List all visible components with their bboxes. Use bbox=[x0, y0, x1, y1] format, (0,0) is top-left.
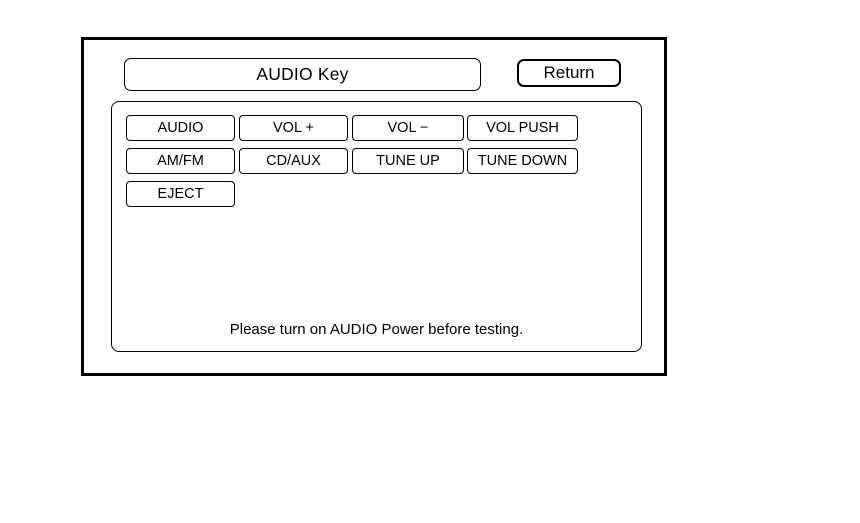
key-button-label: CD/AUX bbox=[266, 153, 321, 169]
key-button-label: TUNE DOWN bbox=[477, 153, 568, 169]
key-button-am-fm[interactable]: AM/FM bbox=[126, 148, 235, 174]
page-title-label: AUDIO Key bbox=[256, 64, 349, 84]
key-button-label: VOL PUSH bbox=[486, 120, 559, 136]
page-title: AUDIO Key bbox=[124, 58, 481, 91]
key-button-vol-up[interactable]: VOL + bbox=[239, 115, 348, 141]
key-button-label: AUDIO bbox=[157, 120, 204, 136]
return-button[interactable]: Return bbox=[517, 59, 621, 87]
key-button-eject[interactable]: EJECT bbox=[126, 181, 235, 207]
key-button-label: EJECT bbox=[157, 186, 204, 202]
key-button-tune-up[interactable]: TUNE UP bbox=[352, 148, 464, 174]
key-button-label: AM/FM bbox=[157, 153, 204, 169]
status-message: Please turn on AUDIO Power before testin… bbox=[229, 321, 524, 338]
content-panel: AUDIO VOL + VOL − VOL PUSH AM/FM CD/AUX bbox=[111, 101, 642, 352]
key-button-label: VOL + bbox=[273, 120, 314, 136]
key-button-tune-down[interactable]: TUNE DOWN bbox=[467, 148, 578, 174]
key-button-label: VOL − bbox=[387, 120, 429, 136]
key-button-label: TUNE UP bbox=[376, 153, 440, 169]
key-button-audio[interactable]: AUDIO bbox=[126, 115, 235, 141]
return-button-label: Return bbox=[543, 63, 595, 82]
key-button-cd-aux[interactable]: CD/AUX bbox=[239, 148, 348, 174]
key-button-vol-down[interactable]: VOL − bbox=[352, 115, 464, 141]
key-button-vol-push[interactable]: VOL PUSH bbox=[467, 115, 578, 141]
audio-key-dialog: AUDIO Key Return AUDIO VOL + VOL − VOL P… bbox=[81, 37, 667, 376]
